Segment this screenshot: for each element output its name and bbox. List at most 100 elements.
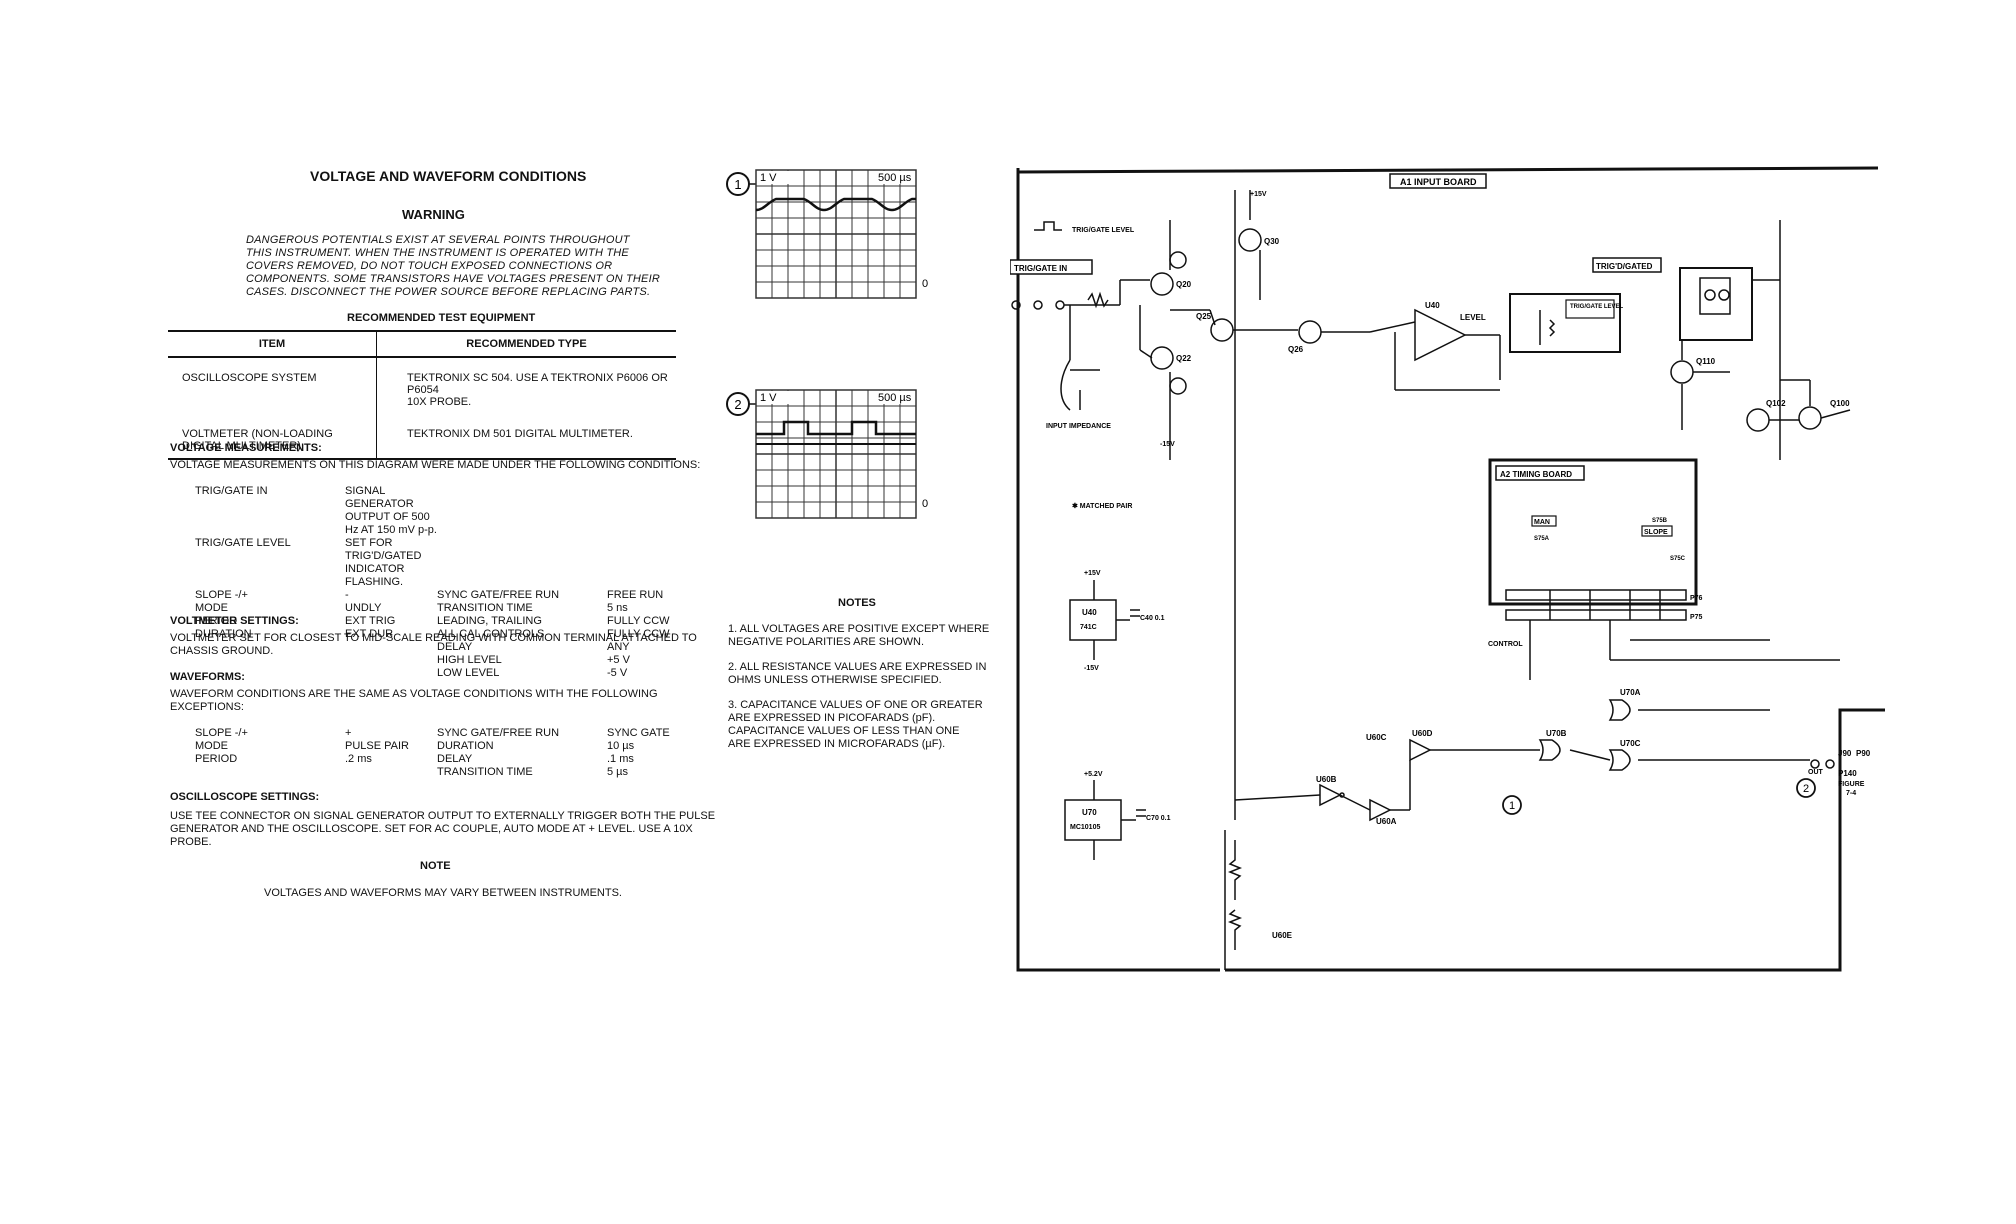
- scope-2-num: 2: [734, 397, 741, 412]
- condition-cell: EXT DUR: [345, 628, 394, 640]
- control-label: CONTROL: [1488, 641, 1523, 648]
- q30-label: Q30: [1264, 237, 1280, 246]
- warning-line: THIS INSTRUMENT. WHEN THE INSTRUMENT IS …: [246, 247, 629, 259]
- oscilloscope-heading: OSCILLOSCOPE SETTINGS:: [170, 791, 320, 803]
- condition-cell: TRIG/GATE IN: [195, 485, 268, 497]
- trig-gated-box: [1592, 257, 1662, 273]
- col-item: ITEM: [168, 330, 377, 358]
- condition-cell: FREE RUN: [607, 589, 664, 601]
- note-item: 1. ALL VOLTAGES ARE POSITIVE EXCEPT WHER…: [728, 623, 990, 648]
- slope-label: SLOPE: [1644, 529, 1668, 536]
- condition-cell: SYNC GATE/FREE RUN: [437, 727, 560, 739]
- equipment-table: ITEM RECOMMENDED TYPE OSCILLOSCOPE SYSTE…: [168, 330, 676, 460]
- u70a-label: U70A: [1620, 688, 1641, 697]
- note-item: 2. ALL RESISTANCE VALUES ARE EXPRESSED I…: [728, 661, 987, 686]
- condition-cell: FULLY CCW: [607, 615, 670, 627]
- u60e-label: U60E: [1272, 931, 1293, 940]
- condition-cell: EXT TRIG: [345, 615, 396, 627]
- q22-label: Q22: [1176, 354, 1192, 363]
- waveforms-heading: WAVEFORMS:: [170, 671, 245, 683]
- condition-cell: ALL CAL CONTROLS: [437, 628, 545, 640]
- notes-list: 1. ALL VOLTAGES ARE POSITIVE EXCEPT WHER…: [728, 623, 989, 751]
- man-switch-box: [1531, 515, 1557, 527]
- condition-cell: SET FOR TRIG'D/GATED INDICATOR FLASHING.: [345, 537, 422, 588]
- man-label: MAN: [1534, 519, 1550, 526]
- level-control-box: [1509, 293, 1621, 353]
- note-item: 3. CAPACITANCE VALUES OF ONE OR GREATER …: [728, 699, 983, 750]
- scope-1-zero: 0: [922, 278, 928, 290]
- condition-cell: SYNC GATE: [607, 727, 670, 739]
- condition-cell: SIGNAL GENERATOR OUTPUT OF 500 Hz AT 150…: [345, 485, 437, 536]
- waypoint-1-label: 1: [1509, 800, 1515, 812]
- equipment-heading: RECOMMENDED TEST EQUIPMENT: [347, 312, 536, 324]
- c40-label: C40 0.1: [1140, 615, 1165, 622]
- supply-label: +5.2V: [1084, 771, 1103, 778]
- condition-cell: TRANSITION TIME: [437, 766, 533, 778]
- condition-cell: [437, 485, 607, 537]
- condition-cell: SLOPE -/+: [195, 727, 248, 739]
- note-heading: NOTE: [420, 860, 451, 872]
- scope-1-time: 500 µs: [878, 172, 912, 184]
- condition-row: HIGH LEVEL+5 V: [195, 654, 687, 667]
- trig-gate-in-label: TRIG/GATE IN: [1014, 264, 1067, 273]
- c70-label: C70 0.1: [1146, 815, 1171, 822]
- condition-cell: SLOPE -/+: [195, 589, 248, 601]
- condition-cell: LOW LEVEL: [437, 667, 500, 679]
- condition-cell: HIGH LEVEL: [437, 654, 502, 666]
- input-impedance-label: INPUT IMPEDANCE: [1046, 423, 1111, 430]
- condition-row: TRIG/GATE LEVEL SET FOR TRIG'D/GATED INDI…: [195, 537, 687, 589]
- condition-row: TRANSITION TIME 5 µs: [195, 766, 687, 779]
- supply-label: +15V: [1084, 570, 1101, 577]
- waypoint-2: [1796, 778, 1816, 798]
- u60c-label: U60C: [1366, 733, 1387, 742]
- page-title: VOLTAGE AND WAVEFORM CONDITIONS: [310, 168, 587, 184]
- condition-cell: [607, 485, 687, 537]
- note-text: VOLTAGES AND WAVEFORMS MAY VARY BETWEEN …: [264, 887, 622, 899]
- warning-line: COVERS REMOVED, DO NOT TOUCH EXPOSED CON…: [246, 260, 613, 272]
- scope-1-volts: 1 V: [760, 172, 777, 184]
- waveforms-text: WAVEFORM CONDITIONS ARE THE SAME AS VOLT…: [170, 688, 658, 713]
- a2-board-box: [1495, 465, 1585, 481]
- u70b-label: U70B: [1546, 729, 1567, 738]
- s75a-label: S75A: [1534, 536, 1550, 542]
- warning-line: COMPONENTS. SOME TRANSISTORS HAVE VOLTAG…: [246, 273, 660, 285]
- condition-cell: -: [345, 589, 349, 601]
- scope-2-volts: 1 V: [760, 392, 777, 404]
- waypoint-1: [1502, 795, 1522, 815]
- condition-cell: TRIG/GATE LEVEL: [195, 537, 291, 549]
- warning-heading: WARNING: [402, 207, 465, 222]
- condition-cell: 5 µs: [607, 766, 629, 778]
- condition-cell: [607, 537, 687, 589]
- equipment-type: TEKTRONIX DM 501 DIGITAL MULTIMETER.: [376, 408, 676, 460]
- u60d-label: U60D: [1412, 729, 1433, 738]
- p75-label: P75: [1690, 614, 1703, 621]
- scope-display-1: 1 1 V 500 µs 0: [726, 169, 928, 299]
- q100-label: Q100: [1830, 399, 1850, 408]
- scope-2-zero: 0: [922, 498, 928, 510]
- trig-gate-in-box: [1010, 259, 1093, 275]
- voltage-text: VOLTAGE MEASUREMENTS ON THIS DIAGRAM WER…: [170, 459, 701, 471]
- q20-label: Q20: [1176, 280, 1192, 289]
- waveform-1: 1 1 V 500 µs 0: [724, 166, 944, 311]
- oscilloscope-text: USE TEE CONNECTOR ON SIGNAL GENERATOR OU…: [170, 810, 716, 848]
- condition-cell: PERIOD: [195, 753, 238, 765]
- condition-cell: DELAY: [437, 753, 473, 765]
- condition-cell: .1 ms: [607, 753, 634, 765]
- indicator-box: [1679, 267, 1753, 341]
- condition-cell: FULLY CCW: [607, 628, 670, 640]
- schematic-diagram: A1 INPUT BOARD TRIG/GATE IN TRIG/GATE LE…: [1010, 166, 1885, 972]
- level-pot-box: [1565, 299, 1615, 319]
- condition-cell: DURATION: [437, 740, 494, 752]
- waveform-2: 2 1 V 500 µs 0: [724, 386, 944, 531]
- figure-number: 7-4: [1846, 790, 1856, 797]
- u40-body-name: U40: [1082, 608, 1097, 617]
- condition-cell: DURATION: [195, 628, 252, 640]
- condition-cell: 5 ns: [607, 602, 628, 614]
- equipment-item: OSCILLOSCOPE SYSTEM: [168, 357, 377, 408]
